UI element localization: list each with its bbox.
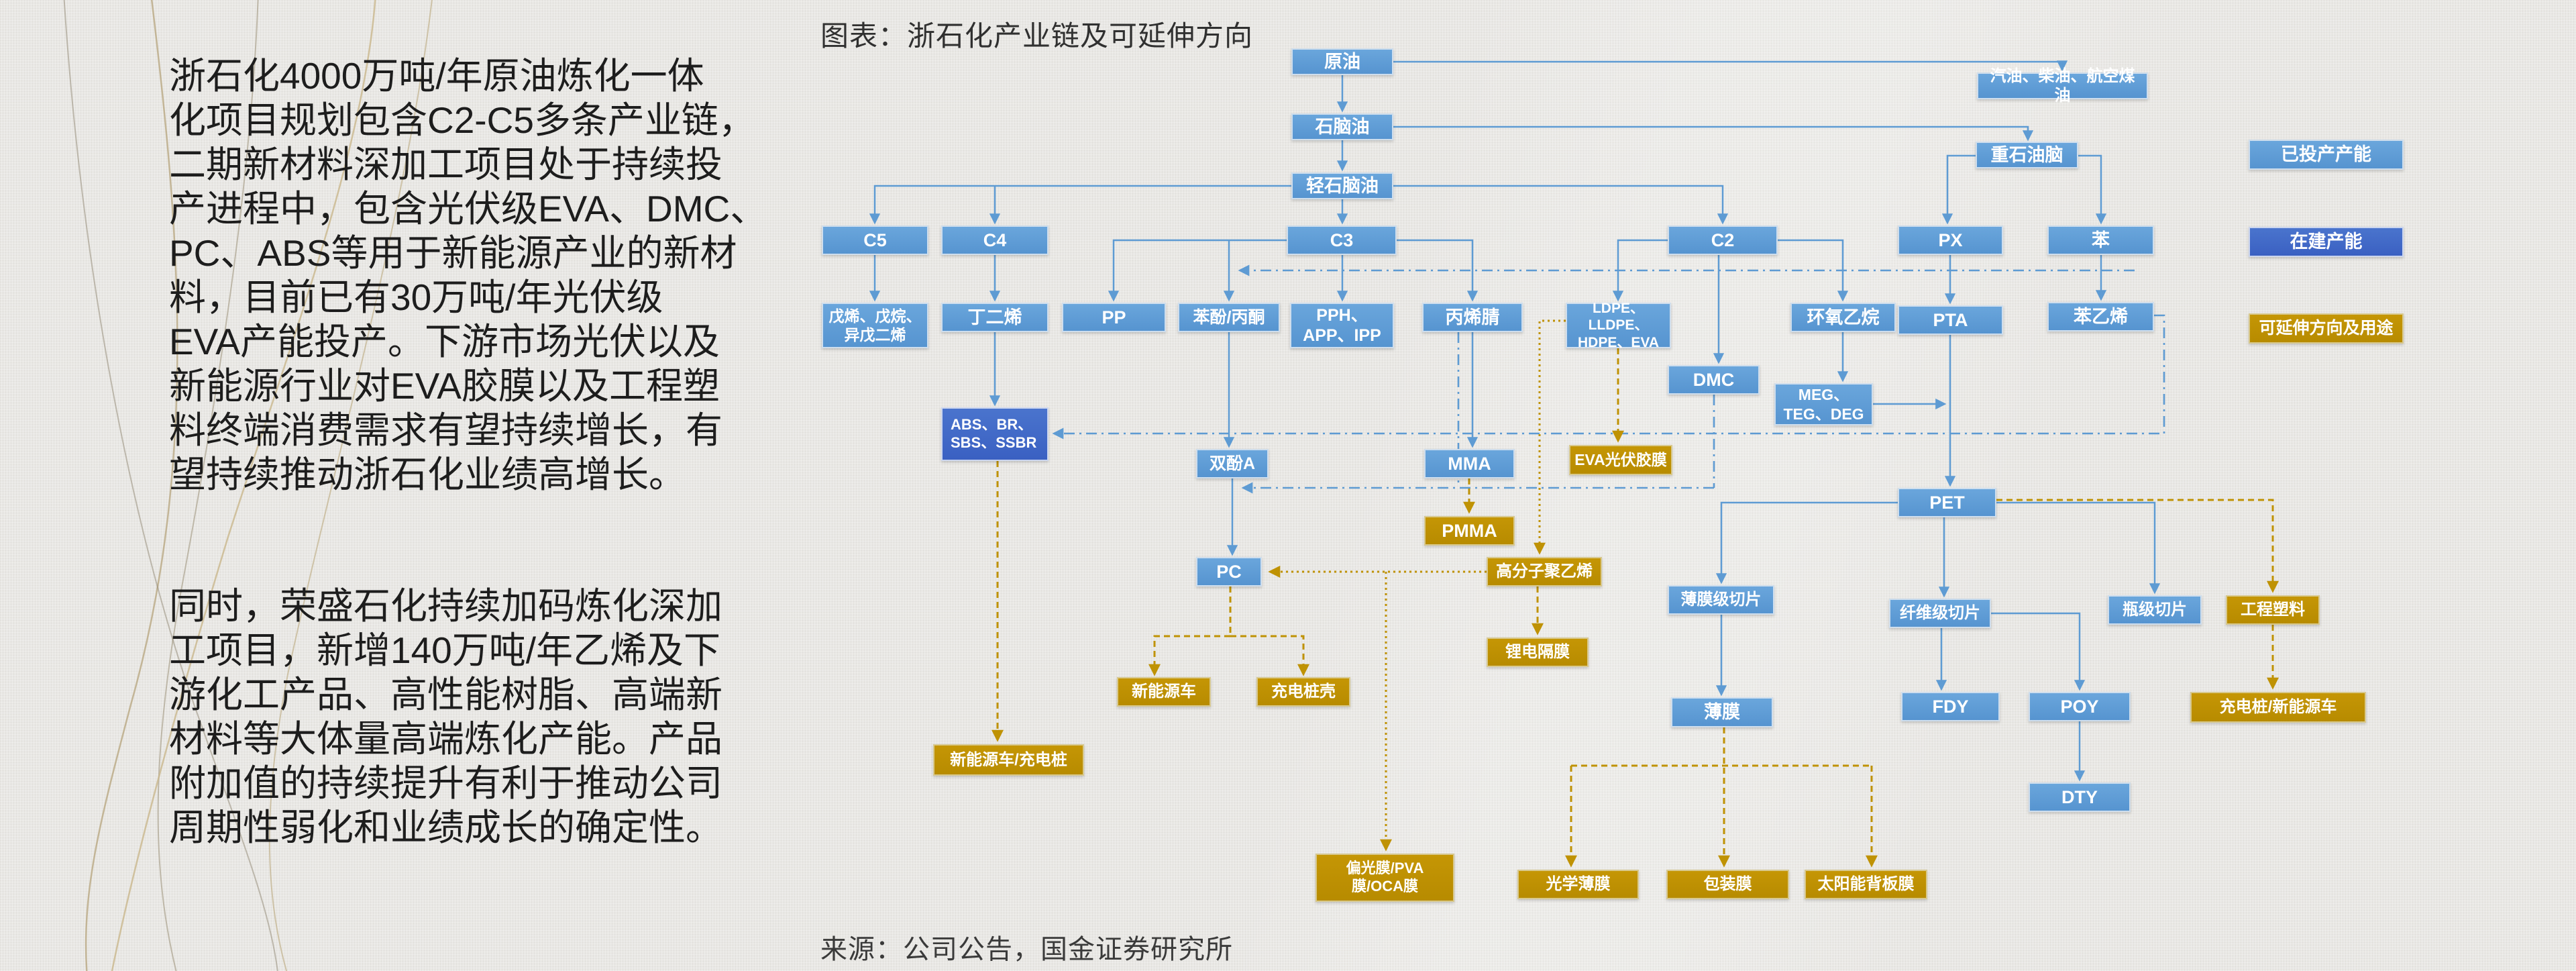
node-abs-br-sbs-ssbr: ABS、BR、SBS、SSBR — [941, 407, 1049, 461]
node-fiber-grade-chip: 纤维级切片 — [1889, 599, 1991, 628]
node-poy: POY — [2029, 692, 2131, 721]
node-pentene: 戊烯、戊烷、异戊二烯 — [822, 303, 928, 348]
node-solar-backsheet-film: 太阳能背板膜 — [1805, 870, 1927, 899]
node-pet: PET — [1898, 488, 1996, 517]
node-meg-teg-deg: MEG、TEG、DEG — [1774, 383, 1873, 425]
node-c5: C5 — [822, 225, 928, 255]
node-charging-pile-shell: 充电桩壳 — [1256, 677, 1350, 707]
node-packaging-film: 包装膜 — [1666, 870, 1789, 899]
decorative-strands — [63, 0, 433, 971]
node-fdy: FDY — [1901, 692, 2000, 721]
node-film-grade-chip: 薄膜级切片 — [1668, 585, 1774, 615]
figure-title: 图表：浙石化产业链及可延伸方向 — [820, 20, 1254, 52]
commentary-text: 浙石化4000万吨/年原油炼化一体 化项目规划包含C2-C5多条产业链， 二期新… — [169, 9, 786, 894]
node-nev-charging-pile: 新能源车/充电桩 — [933, 744, 1084, 776]
node-pph-app-ipp: PPH、APP、IPP — [1290, 303, 1394, 348]
node-light-naphtha: 轻石脑油 — [1291, 172, 1393, 199]
legend-construction: 在建产能 — [2249, 227, 2404, 257]
node-engineering-plastics: 工程塑料 — [2226, 595, 2320, 625]
node-acrylonitrile: 丙烯腈 — [1422, 303, 1523, 332]
node-styrene: 苯乙烯 — [2047, 302, 2154, 331]
node-crude-oil: 原油 — [1291, 48, 1393, 75]
node-naphtha: 石脑油 — [1291, 113, 1393, 140]
node-optical-film: 光学薄膜 — [1517, 870, 1639, 899]
node-polarizer-pva-oca: 偏光膜/PVA膜/OCA膜 — [1316, 854, 1454, 902]
node-bottle-grade-chip: 瓶级切片 — [2108, 595, 2202, 625]
node-c3: C3 — [1287, 225, 1397, 255]
figure-source: 来源：公司公告，国金证券研究所 — [820, 935, 1233, 964]
node-li-battery-separator: 锂电隔膜 — [1487, 637, 1589, 667]
node-pc: PC — [1196, 557, 1262, 586]
node-ethylene-oxide: 环氧乙烷 — [1790, 303, 1896, 332]
node-mma: MMA — [1424, 449, 1515, 478]
node-dmc: DMC — [1668, 365, 1760, 395]
node-c4: C4 — [941, 225, 1049, 255]
node-c2: C2 — [1668, 225, 1778, 255]
node-bisphenol-a: 双酚A — [1196, 449, 1269, 478]
node-pmma: PMMA — [1424, 516, 1515, 546]
node-pe-eva: LDPE、LLDPE、HDPE、EVA — [1566, 301, 1671, 350]
node-phenol-acetone: 苯酚/丙酮 — [1178, 303, 1280, 332]
node-eva-pv-film: EVA光伏胶膜 — [1569, 445, 1672, 475]
node-butadiene: 丁二烯 — [941, 303, 1049, 332]
commentary-paragraph-1: 浙石化4000万吨/年原油炼化一体 化项目规划包含C2-C5多条产业链， 二期新… — [169, 55, 767, 495]
node-pta: PTA — [1898, 305, 2003, 335]
node-dty: DTY — [2029, 782, 2131, 812]
node-film: 薄膜 — [1671, 697, 1773, 727]
node-heavy-naphtha: 重石油脑 — [1976, 142, 2078, 168]
node-uhmw-pe: 高分子聚乙烯 — [1487, 557, 1602, 586]
commentary-paragraph-2: 同时，荣盛石化持续加码炼化深加 工项目，新增140万吨/年乙烯及下 游化工产品、… — [169, 585, 723, 848]
legend-extension: 可延伸方向及用途 — [2249, 313, 2404, 344]
node-benzene: 苯 — [2047, 225, 2154, 255]
node-fuel-oils: 汽油、柴油、航空煤油 — [1977, 67, 2148, 105]
node-pp: PP — [1062, 303, 1166, 332]
legend-produced: 已投产产能 — [2249, 140, 2404, 170]
node-px: PX — [1898, 225, 2003, 255]
node-nev-car: 新能源车 — [1117, 677, 1211, 707]
node-charging-pile-nev: 充电桩/新能源车 — [2190, 692, 2366, 723]
